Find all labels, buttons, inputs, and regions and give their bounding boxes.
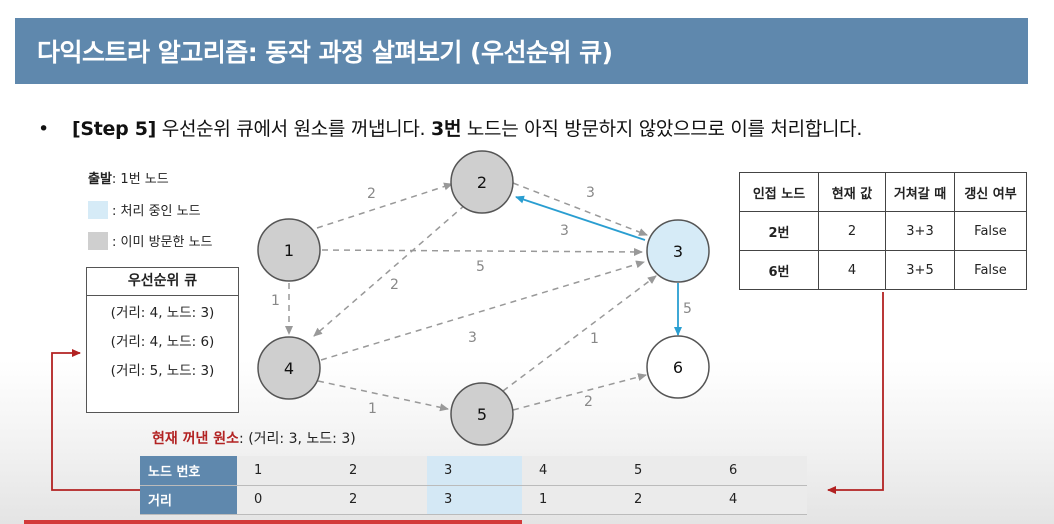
adjacency-cell: 3+5 — [885, 250, 955, 290]
priority-queue-item: (거리: 4, 노드: 6) — [110, 334, 215, 350]
title-bar: 다익스트라 알고리즘: 동작 과정 살펴보기 (우선순위 큐) — [15, 18, 1028, 84]
weight-5-3: 1 — [590, 331, 599, 347]
table-row: 2번 2 3+3 False — [739, 211, 1027, 251]
video-progress-bar[interactable] — [24, 520, 522, 524]
edge-5-3 — [502, 275, 657, 392]
adjacency-header: 갱신 여부 — [954, 172, 1027, 212]
node-4 — [257, 336, 321, 400]
connector-adjacency-to-table — [827, 292, 884, 494]
processing-swatch — [88, 200, 108, 219]
adjacency-table: 인접 노드 현재 값 거쳐갈 때 갱신 여부 2번 2 3+3 False 6번… — [739, 172, 1027, 290]
priority-queue-item: (거리: 4, 노드: 3) — [110, 305, 215, 321]
node-4-label: 4 — [284, 359, 294, 378]
adjacency-cell: False — [954, 211, 1027, 251]
weight-2-4: 2 — [390, 277, 399, 293]
edge-1-3 — [321, 247, 643, 256]
node-3-label: 3 — [673, 242, 683, 261]
legend-processing: : 처리 중인 노드 — [88, 200, 201, 219]
step-node-bold: 3번 — [431, 118, 462, 140]
weight-3-2: 3 — [560, 223, 569, 239]
adjacency-cell: 4 — [818, 250, 886, 290]
adjacency-header: 현재 값 — [818, 172, 886, 212]
adjacency-header: 인접 노드 — [739, 172, 819, 212]
node-number-cell: 1 — [237, 456, 332, 486]
distance-cell: 2 — [332, 485, 427, 515]
node-number-cell: 6 — [712, 456, 807, 486]
edge-5-6 — [512, 373, 647, 411]
legend-start-bold: 출발 — [88, 172, 112, 187]
visited-swatch — [88, 231, 108, 250]
adjacency-cell: 2 — [818, 211, 886, 251]
distance-row-header: 거리 — [140, 485, 237, 515]
table-row: 노드 번호 1 2 3 4 5 6 — [140, 456, 807, 486]
edge-4-3 — [320, 260, 645, 361]
legend-processing-text: : 처리 중인 노드 — [112, 204, 201, 219]
node-1-label: 1 — [284, 241, 294, 260]
distance-cell: 1 — [522, 485, 617, 515]
priority-queue-list: (거리: 4, 노드: 3) (거리: 4, 노드: 6) (거리: 5, 노드… — [87, 296, 238, 386]
edge-1-2 — [316, 182, 453, 229]
step-tag: [Step 5] — [72, 118, 157, 140]
node-number-cell: 3 — [427, 456, 522, 486]
distance-cell: 0 — [237, 485, 332, 515]
adjacency-cell: 2번 — [739, 211, 819, 251]
step-text-1: 우선순위 큐에서 원소를 꺼냅니다. — [156, 118, 432, 140]
distance-row-header: 노드 번호 — [140, 456, 237, 486]
node-number-cell: 5 — [617, 456, 712, 486]
node-5-label: 5 — [477, 405, 487, 424]
distance-table: 노드 번호 1 2 3 4 5 6 거리 0 2 3 1 2 4 — [140, 456, 807, 515]
connector-table-to-queue — [51, 349, 140, 491]
current-element: 현재 꺼낸 원소: (거리: 3, 노드: 3) — [152, 428, 356, 448]
weight-1-4: 1 — [271, 293, 280, 309]
adjacency-header-row: 인접 노드 현재 값 거쳐갈 때 갱신 여부 — [739, 172, 1027, 212]
weight-5-6: 2 — [584, 394, 593, 410]
current-element-label: 현재 꺼낸 원소 — [152, 431, 240, 447]
node-3 — [646, 219, 710, 283]
weight-4-5: 1 — [368, 401, 377, 417]
step-text-2: 노드는 아직 방문하지 않았으므로 이를 처리합니다. — [461, 118, 863, 140]
distance-cell: 2 — [617, 485, 712, 515]
legend-visited: : 이미 방문한 노드 — [88, 231, 213, 250]
node-2 — [450, 150, 514, 214]
node-6-label: 6 — [673, 358, 683, 377]
adjacency-cell: 6번 — [739, 250, 819, 290]
distance-cell: 4 — [712, 485, 807, 515]
priority-queue-item: (거리: 5, 노드: 3) — [110, 363, 215, 379]
edge-4-5 — [317, 380, 449, 412]
weight-1-3: 5 — [476, 259, 485, 275]
priority-queue-title: 우선순위 큐 — [87, 268, 238, 296]
weight-2-3: 3 — [586, 185, 595, 201]
node-5 — [450, 382, 514, 446]
adjacency-header: 거쳐갈 때 — [885, 172, 955, 212]
step-description: • [Step 5] 우선순위 큐에서 원소를 꺼냅니다. 3번 노드는 아직 방… — [38, 114, 862, 141]
table-row: 거리 0 2 3 1 2 4 — [140, 485, 807, 515]
weight-4-3: 3 — [468, 330, 477, 346]
priority-queue-box: 우선순위 큐 (거리: 4, 노드: 3) (거리: 4, 노드: 6) (거리… — [86, 267, 239, 413]
bullet: • — [38, 118, 49, 140]
legend-visited-text: : 이미 방문한 노드 — [112, 235, 213, 250]
table-row: 6번 4 3+5 False — [739, 250, 1027, 290]
node-number-cell: 4 — [522, 456, 617, 486]
distance-cell: 3 — [427, 485, 522, 515]
edge-2-3 — [512, 182, 648, 236]
legend-start-text: : 1번 노드 — [111, 172, 169, 187]
node-2-label: 2 — [477, 173, 487, 192]
node-1 — [257, 218, 321, 282]
edge-2-4 — [313, 204, 466, 337]
adjacency-cell: False — [954, 250, 1027, 290]
edge-3-2-highlight — [515, 195, 646, 241]
legend-start: 출발: 1번 노드 — [88, 168, 169, 187]
weight-3-6: 5 — [683, 301, 692, 317]
node-number-cell: 2 — [332, 456, 427, 486]
slide-title: 다익스트라 알고리즘: 동작 과정 살펴보기 (우선순위 큐) — [37, 38, 613, 67]
adjacency-cell: 3+3 — [885, 211, 955, 251]
weight-1-2: 2 — [367, 186, 376, 202]
node-6 — [646, 335, 710, 399]
current-element-value: : (거리: 3, 노드: 3) — [239, 431, 356, 447]
